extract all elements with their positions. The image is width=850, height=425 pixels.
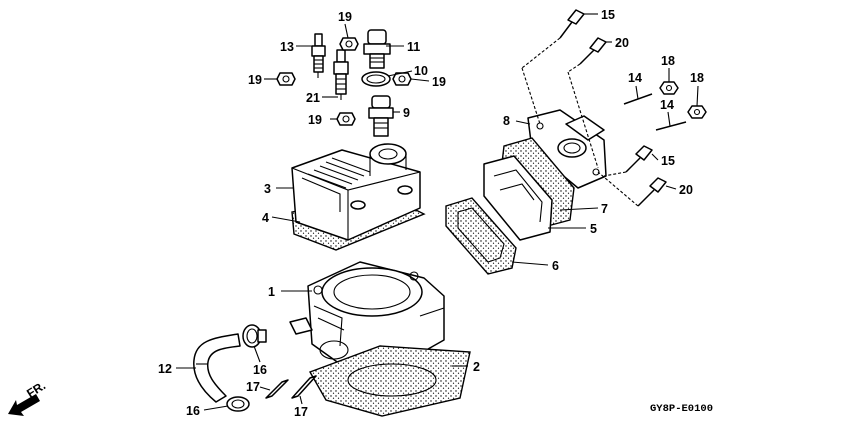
spark-plug-part	[311, 33, 326, 78]
water-hose-part	[193, 333, 241, 403]
nut-part	[659, 81, 679, 95]
diagram-code: GY8P-E0100	[650, 403, 713, 415]
leader-lines	[176, 13, 699, 411]
reed-base-gasket-part	[445, 197, 517, 275]
callout-20: 20	[615, 36, 629, 50]
stud-part	[655, 121, 687, 131]
callout-6: 6	[552, 259, 559, 273]
hose-clamp-part	[226, 396, 250, 412]
callout-19: 19	[248, 73, 262, 87]
callout-14: 14	[660, 98, 674, 112]
callout-labels: 13 19 19 19 19 21 11 10 9 3 4 1 2 12 16 …	[158, 8, 704, 419]
nut-part	[336, 112, 356, 126]
cylinder-part	[289, 261, 445, 367]
temperature-sensor-part	[363, 29, 391, 69]
stud-bolt-part	[265, 379, 289, 399]
cylinder-head-part	[291, 143, 421, 241]
callout-12: 12	[158, 362, 172, 376]
o-ring-part	[361, 71, 391, 87]
front-direction-arrow-icon	[8, 394, 40, 416]
front-marker-label: FR.	[24, 378, 48, 400]
callout-2: 2	[473, 360, 480, 374]
callout-17: 17	[246, 380, 260, 394]
sensor-fitting-part	[368, 95, 394, 137]
callout-5: 5	[590, 222, 597, 236]
bolt-part	[625, 145, 653, 173]
callout-4: 4	[262, 211, 269, 225]
stud-bolt-part	[291, 375, 317, 399]
callout-14: 14	[628, 71, 642, 85]
callout-20: 20	[679, 183, 693, 197]
callout-16: 16	[253, 363, 267, 377]
callout-11: 11	[407, 40, 420, 54]
callout-19: 19	[308, 113, 322, 127]
base-gasket-part	[308, 345, 471, 417]
callout-17: 17	[294, 405, 308, 419]
callout-16: 16	[186, 404, 200, 418]
callout-18: 18	[690, 71, 704, 85]
callout-15: 15	[601, 8, 615, 22]
callout-13: 13	[280, 40, 294, 54]
callout-15: 15	[661, 154, 675, 168]
callout-18: 18	[661, 54, 675, 68]
spark-plug-secondary-part	[333, 49, 349, 100]
reed-valve-part	[483, 155, 553, 241]
callout-19: 19	[338, 10, 352, 24]
callout-21: 21	[306, 91, 320, 105]
callout-7: 7	[601, 202, 608, 216]
callout-8: 8	[503, 114, 510, 128]
bolt-part	[579, 37, 607, 65]
nut-part	[687, 105, 707, 119]
callout-3: 3	[264, 182, 271, 196]
nut-part	[276, 72, 296, 86]
hose-clamp-part	[242, 324, 267, 348]
bolt-part	[637, 177, 667, 207]
callout-10: 10	[414, 64, 428, 78]
callout-19: 19	[432, 75, 446, 89]
bolt-part	[559, 9, 585, 39]
callout-9: 9	[403, 106, 410, 120]
nut-part	[392, 72, 412, 86]
nut-part	[339, 37, 359, 51]
callout-1: 1	[268, 285, 275, 299]
